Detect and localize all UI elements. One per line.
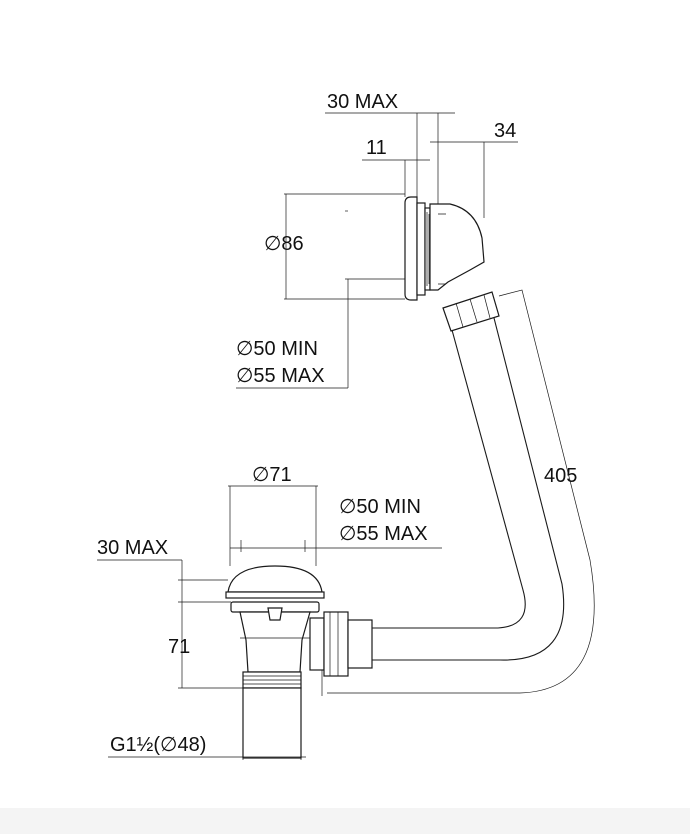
flexible-pipe (372, 317, 565, 661)
waste-plug (225, 565, 325, 599)
label-top-11: 11 (366, 137, 387, 159)
thread-connector (242, 671, 302, 759)
dim-thread (108, 748, 306, 760)
dim-diam-71 (228, 485, 318, 566)
overflow-union-nut (442, 291, 500, 332)
dim-top-34 (430, 141, 518, 218)
label-diam-71: ∅71 (252, 464, 292, 486)
label-height-71: 71 (168, 636, 190, 658)
footer-strip (0, 808, 690, 834)
waste-body (230, 601, 320, 673)
dim-overflow-hole (236, 278, 405, 389)
label-overflow-max: ∅55 MAX (236, 365, 325, 387)
label-length-405: 405 (544, 465, 577, 487)
label-diam-86: ∅86 (264, 233, 304, 255)
dim-height-71 (178, 602, 243, 689)
dim-top-11 (362, 159, 430, 197)
dim-diam-86 (284, 193, 405, 300)
label-thread: G1½(∅48) (110, 734, 206, 756)
label-side-30-max: 30 MAX (97, 537, 168, 559)
waste-union-nut (309, 611, 373, 677)
dim-top-30-max (325, 112, 455, 204)
label-waste-min: ∅50 MIN (339, 496, 421, 518)
label-top-30-max: 30 MAX (327, 91, 398, 113)
dim-side-30-max (97, 559, 231, 603)
label-waste-max: ∅55 MAX (339, 523, 428, 545)
length-dimension-405 (321, 289, 595, 696)
label-top-34: 34 (494, 120, 516, 142)
label-overflow-min: ∅50 MIN (236, 338, 318, 360)
dim-waste-hole (230, 540, 442, 552)
overflow-head (345, 196, 485, 301)
